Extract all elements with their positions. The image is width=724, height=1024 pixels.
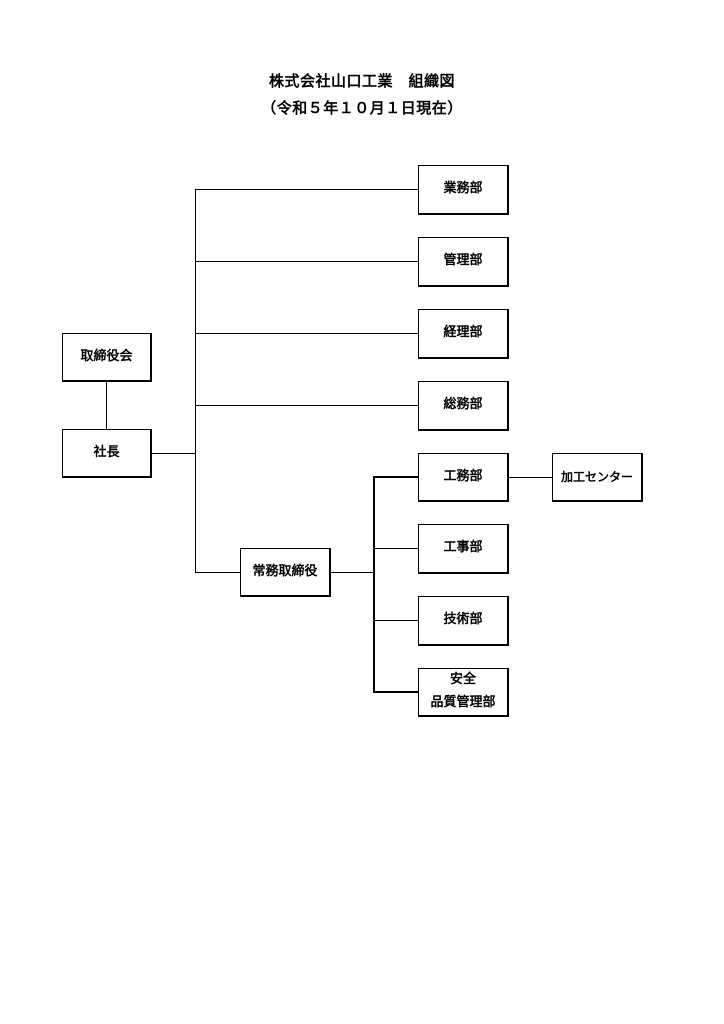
managing-director-box: 常務取締役 — [240, 548, 331, 597]
managing-director-trunk-connector — [330, 572, 375, 573]
general-affairs-dept-label: 総務部 — [443, 397, 483, 413]
accounting-dept-box: 経理部 — [418, 309, 509, 359]
board-president-connector — [106, 381, 107, 430]
engineering-dept-box: 工務部 — [418, 453, 509, 502]
connector-managing-director — [195, 572, 241, 573]
president-trunk-connector — [151, 453, 196, 454]
technical-dept-label: 技術部 — [443, 612, 483, 628]
connector-technical — [373, 620, 420, 621]
business-dept-label: 業務部 — [443, 181, 483, 197]
connector-accounting — [195, 333, 420, 334]
president-label: 社長 — [93, 444, 120, 460]
safety-quality-dept-label-line1: 安全 — [449, 672, 476, 688]
connector-safety — [373, 691, 420, 693]
board-label: 取締役会 — [80, 348, 133, 364]
management-dept-box: 管理部 — [418, 237, 509, 287]
connector-business — [195, 189, 420, 190]
management-dept-label: 管理部 — [443, 253, 483, 269]
safety-quality-dept-box: 安全 品質管理部 — [418, 668, 509, 717]
accounting-dept-label: 経理部 — [443, 325, 483, 341]
processing-center-label: 加工センター — [560, 469, 633, 484]
chart-date: （令和５年１０月１日現在） — [261, 99, 463, 117]
connector-processing-center — [508, 477, 553, 478]
main-trunk-line — [195, 189, 196, 573]
board-box: 取締役会 — [62, 333, 152, 382]
connector-engineering — [373, 476, 420, 478]
safety-quality-dept-label-line2: 品質管理部 — [430, 695, 496, 710]
connector-general-affairs — [195, 405, 420, 406]
managing-director-label: 常務取締役 — [252, 563, 318, 579]
connector-construction — [373, 548, 420, 549]
construction-dept-box: 工事部 — [418, 524, 509, 574]
processing-center-box: 加工センター — [552, 453, 643, 502]
president-box: 社長 — [62, 429, 152, 478]
engineering-dept-label: 工務部 — [443, 468, 483, 484]
technical-dept-box: 技術部 — [418, 596, 509, 646]
business-dept-box: 業務部 — [418, 165, 509, 215]
general-affairs-dept-box: 総務部 — [418, 381, 509, 431]
sub-trunk-line — [373, 476, 375, 693]
chart-title: 株式会社山口工業 組織図 — [268, 72, 455, 90]
construction-dept-label: 工事部 — [443, 540, 483, 556]
connector-management — [195, 261, 420, 262]
